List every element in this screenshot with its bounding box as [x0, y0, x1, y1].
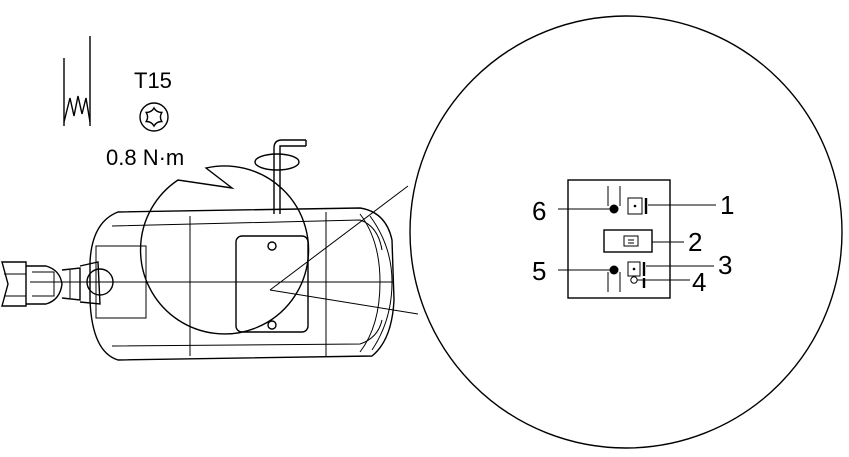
screwdriver-bit-icon — [63, 36, 91, 126]
zoom-lines — [269, 185, 419, 315]
callout-1: 1 — [720, 190, 734, 220]
reset-button-bottom — [609, 265, 619, 275]
callout-6: 6 — [532, 196, 546, 226]
detail-magnifier: 1 2 3 4 5 6 — [409, 15, 843, 449]
sd-card-icon — [623, 235, 639, 247]
port-3 — [627, 261, 641, 277]
sd-card-slot — [603, 229, 653, 253]
interface-panel — [567, 179, 671, 299]
torque-label: 0.8 N·m — [106, 145, 184, 170]
tool-bubble: T15 0.8 N·m — [63, 36, 310, 335]
callout-2: 2 — [688, 227, 702, 257]
callout-4: 4 — [692, 267, 706, 297]
callout-5: 5 — [532, 256, 546, 286]
cover-screw-bottom — [267, 320, 277, 330]
torx-star-icon — [139, 102, 169, 132]
allen-key-icon — [254, 139, 307, 214]
reset-button-top — [609, 204, 619, 214]
callout-3: 3 — [718, 250, 732, 280]
mounting-bracket — [1, 261, 101, 307]
tool-bubble-outline — [139, 165, 310, 335]
detail-circle — [409, 15, 843, 449]
bit-size-label: T15 — [134, 68, 172, 93]
port-1 — [627, 197, 643, 215]
rotation-arrow-icon — [254, 153, 300, 171]
camera-housing — [89, 207, 395, 361]
camera-body — [30, 207, 395, 361]
cover-screw-top — [267, 241, 277, 251]
indicator-led — [630, 276, 638, 284]
cover-plate — [235, 235, 309, 333]
